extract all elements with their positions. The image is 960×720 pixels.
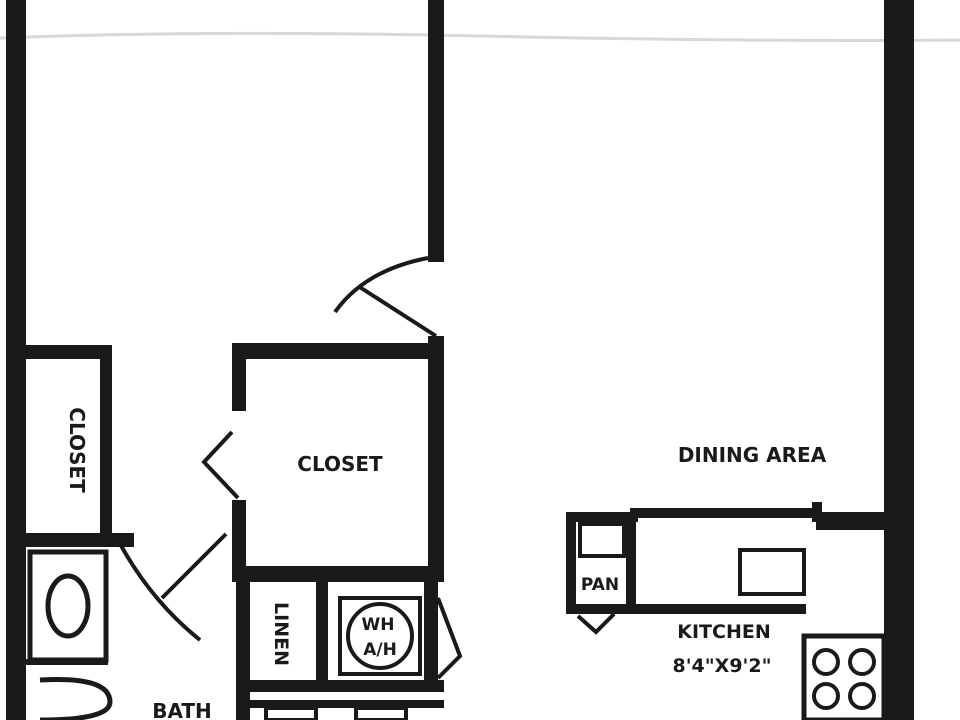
center-closet-top-wall [232, 343, 444, 359]
pantry-left-wall [566, 512, 576, 614]
pantry-door [576, 612, 616, 635]
pantry-top-wall [566, 512, 638, 522]
bath-door-leaf [160, 532, 228, 600]
stove-burner-3 [812, 682, 840, 710]
bath-door-swing [116, 539, 202, 642]
kitchen-sink [738, 548, 806, 596]
closet-label-left: CLOSET [65, 407, 89, 493]
left-closet-bottom-wall [26, 533, 134, 547]
center-closet-right-wall [428, 336, 444, 582]
lower-room-wall [236, 700, 444, 708]
water-heater-box [338, 596, 422, 676]
stove-burner-4 [848, 682, 876, 710]
dining-area-label: DINING AREA [678, 443, 827, 467]
utility-bottom-wall [236, 680, 444, 692]
left-closet-top-wall [26, 345, 112, 359]
stove-burner-1 [812, 648, 840, 676]
kitchen-counter-bottom-wall [566, 604, 806, 614]
linen-label: LINEN [270, 602, 292, 666]
pantry-right-wall [626, 512, 636, 614]
stove [801, 633, 887, 720]
sink-basin [45, 573, 91, 639]
center-closet-bottom-wall [232, 566, 444, 582]
bath-label: BATH [152, 699, 212, 720]
toilet [39, 677, 113, 720]
utility-right-wall [424, 582, 438, 688]
kitchen-size-label: 8'4"X9'2" [673, 655, 772, 677]
closet-label-center: CLOSET [297, 452, 383, 476]
left-closet-right-wall [100, 345, 112, 535]
linen-left-wall [236, 582, 250, 720]
center-closet-left-wall-lower [232, 500, 246, 580]
stove-burner-2 [848, 648, 876, 676]
center-closet-left-wall-upper [232, 343, 246, 411]
kitchen-counter-top-wall [630, 508, 816, 518]
linen-right-wall [316, 582, 328, 688]
water-heater-label-line1: WH [362, 615, 395, 635]
water-heater-tank [346, 602, 414, 670]
pantry-label: PAN [581, 575, 619, 595]
entry-door-swing [333, 256, 429, 314]
kitchen-top-wall [816, 512, 886, 530]
entry-door-leaf [356, 284, 438, 338]
paper-crease [0, 31, 960, 42]
partition-wall [428, 0, 444, 262]
utility-door [436, 597, 463, 680]
closet-bifold-door [201, 430, 240, 500]
exterior-wall-left [6, 0, 26, 720]
pantry-shelf [578, 522, 626, 558]
exterior-wall-right [884, 0, 914, 720]
water-heater-label-line2: A/H [363, 640, 397, 660]
kitchen-label: KITCHEN [677, 621, 770, 643]
